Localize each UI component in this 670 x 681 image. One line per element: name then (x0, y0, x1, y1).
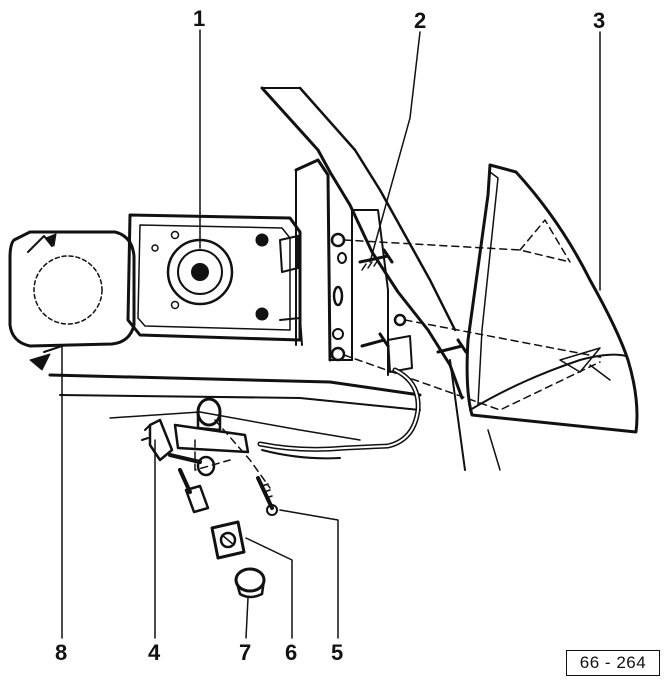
screws-upper (358, 248, 468, 354)
cover-cap (234, 567, 266, 599)
callout-2: 2 (414, 8, 426, 33)
callout-7: 7 (239, 640, 251, 665)
callout-4: 4 (148, 640, 161, 665)
callout-8: 8 (55, 640, 67, 665)
callout-6: 6 (285, 640, 297, 665)
door-frame (48, 86, 501, 471)
adjuster-cable (257, 367, 421, 460)
assembly-guide-lines (194, 219, 606, 489)
adjuster-screw (256, 476, 278, 516)
callout-5: 5 (331, 640, 343, 665)
adjuster-mechanism (141, 397, 250, 514)
retaining-clip (210, 520, 246, 560)
leader-lines (61, 29, 601, 639)
callout-1: 1 (193, 6, 205, 31)
mirror-cover-trim (465, 163, 639, 434)
mirror-glass (8, 230, 136, 371)
mirror-base-housing (126, 213, 303, 346)
figure-reference-code: 66 - 264 (566, 650, 660, 676)
callout-3: 3 (593, 8, 605, 33)
